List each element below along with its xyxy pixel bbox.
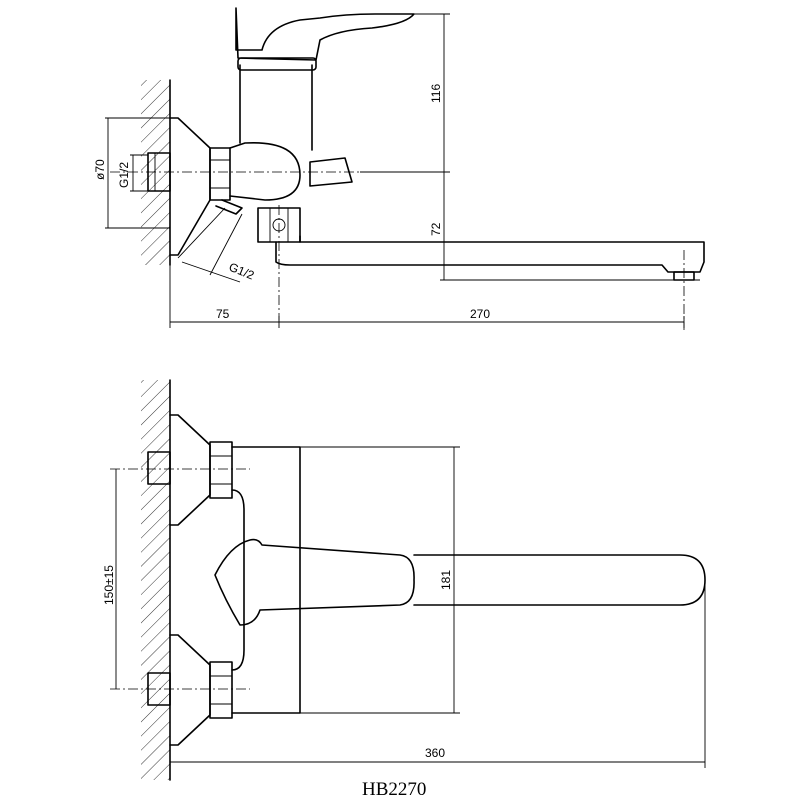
side-lever (309, 157, 353, 187)
dim-flange-diameter: ø70 (93, 159, 107, 180)
inlet-upper (147, 451, 171, 485)
dim-spout-drop: 72 (429, 222, 443, 236)
top-view: 150±15 181 360 (102, 379, 706, 781)
dim-total-length: 360 (425, 746, 445, 760)
dim-thread-inlet: G1/2 (117, 162, 131, 188)
dim-offset-from-wall: 75 (216, 307, 230, 321)
wall-hatch-top (141, 80, 170, 265)
spout-top (413, 554, 706, 606)
body-inner (231, 489, 245, 671)
wall-hatch-bottom (141, 380, 170, 780)
angled-inlet (215, 199, 243, 215)
body-top (231, 446, 301, 714)
hex-nut-lower (209, 661, 233, 719)
flange-lower (169, 634, 211, 746)
hex-nut-upper (209, 441, 233, 499)
side-view: ø70 G1/2 G1/2 116 72 75 270 (93, 7, 705, 330)
spout-side (275, 235, 705, 273)
dim-inlet-spacing: 150±15 (102, 565, 116, 605)
body-side (239, 64, 313, 151)
handle-side (235, 7, 415, 61)
dim-spout-reach: 270 (470, 307, 490, 321)
handle-top (214, 538, 415, 626)
dim-body-height: 116 (429, 84, 443, 103)
flange-upper (169, 414, 211, 526)
flange-side (169, 117, 211, 256)
body-cap (237, 57, 317, 71)
dim-body-width: 181 (439, 570, 453, 590)
body-connector (229, 141, 301, 201)
hex-nut-side (209, 147, 231, 201)
model-label: HB2270 (362, 779, 426, 800)
